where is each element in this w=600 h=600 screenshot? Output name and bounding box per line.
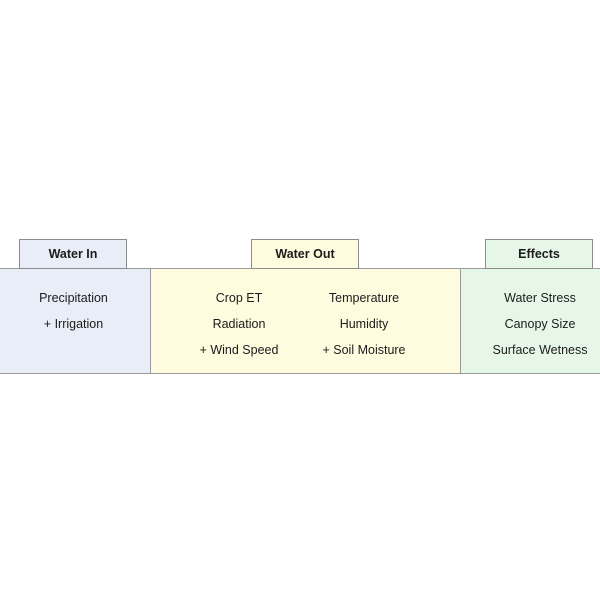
effects-item: Surface Wetness [492, 343, 588, 357]
water-in-item: Precipitation [39, 291, 108, 305]
water-out-item: Radiation [212, 317, 266, 331]
water-in-item: + Irrigation [43, 317, 104, 331]
water-out-item: + Wind Speed [199, 343, 279, 357]
effects-item: Water Stress [504, 291, 576, 305]
category-band: Precipitation + Irrigation Crop ET Radia… [0, 268, 600, 374]
water-out-header: Water Out [251, 239, 359, 269]
effects-header: Effects [485, 239, 593, 269]
effects-item: Canopy Size [504, 317, 576, 331]
water-out-list-right: Temperature Humidity + Soil Moisture [309, 285, 419, 363]
water-in-panel: Precipitation + Irrigation [0, 269, 151, 373]
water-in-list: Precipitation + Irrigation [0, 285, 147, 337]
water-out-list-left: Crop ET Radiation + Wind Speed [187, 285, 291, 363]
water-out-panel: Crop ET Radiation + Wind Speed Temperatu… [151, 269, 461, 373]
water-out-item: Humidity [339, 317, 389, 331]
water-out-item: Crop ET [215, 291, 263, 305]
effects-panel: Water Stress Canopy Size Surface Wetness [461, 269, 600, 373]
water-out-item: Temperature [328, 291, 400, 305]
water-out-item: + Soil Moisture [322, 343, 406, 357]
effects-list: Water Stress Canopy Size Surface Wetness [475, 285, 600, 363]
water-in-header: Water In [19, 239, 127, 269]
